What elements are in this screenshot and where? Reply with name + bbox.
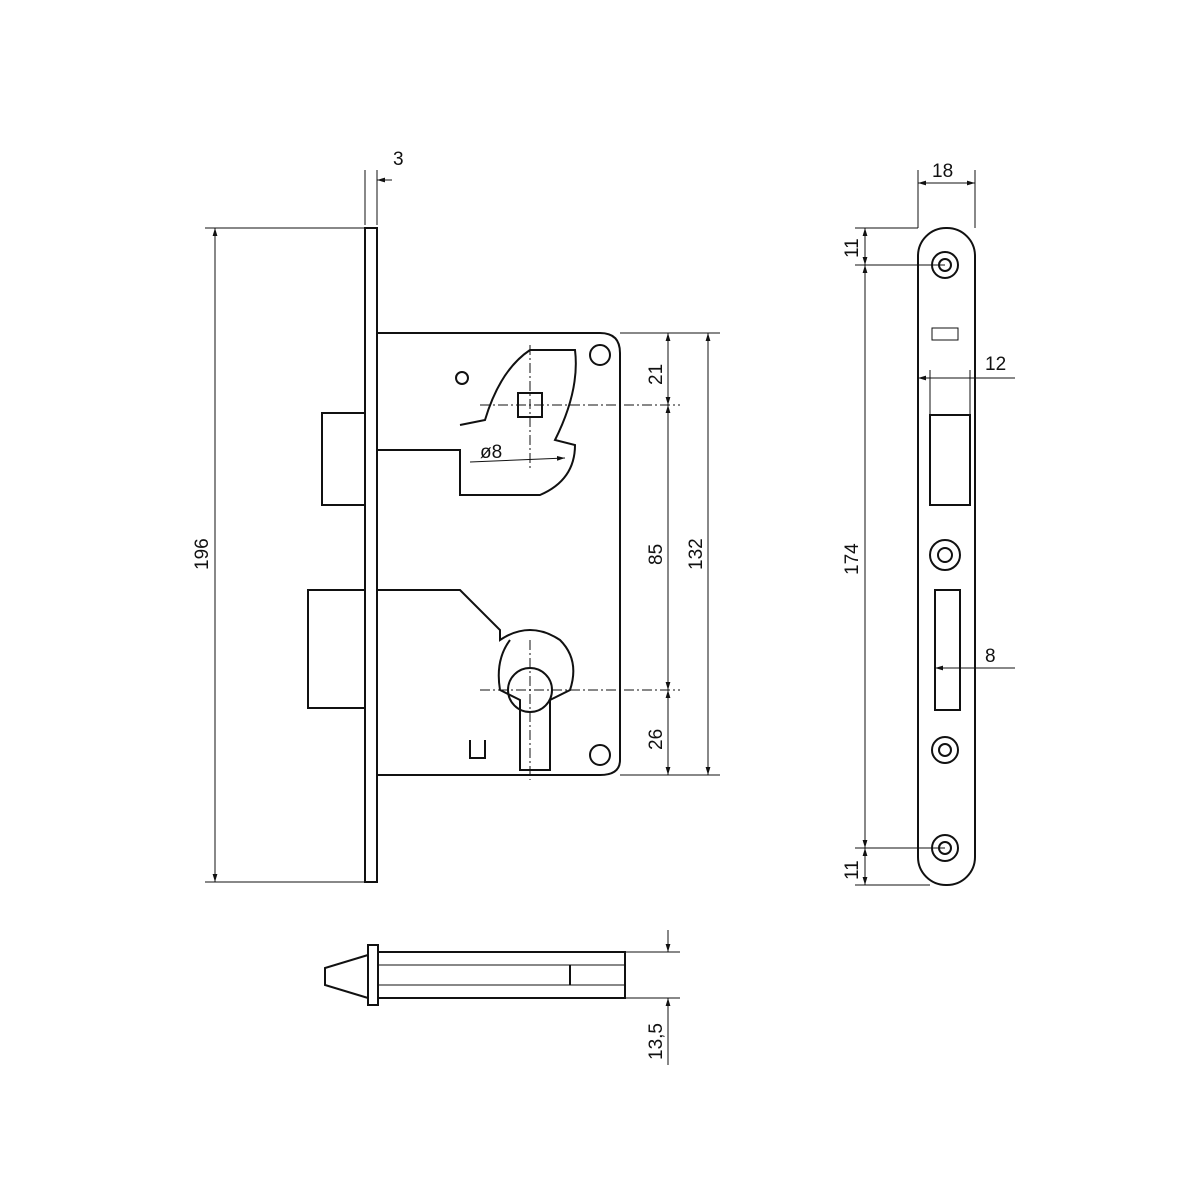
faceplate-side-view	[917, 227, 976, 886]
dead-bolt	[307, 589, 366, 709]
dimensions-side: 18 11 174 11 12 8	[842, 161, 1015, 886]
dimensions-front: 3 196 21 85 26 132 ø8	[192, 149, 720, 883]
dim-12: 12	[985, 354, 1006, 375]
dim-85: 85	[646, 544, 667, 565]
dim-132: 132	[686, 538, 707, 570]
latch-bolt	[321, 412, 366, 506]
lock-body-front-view	[307, 227, 680, 883]
dim-11-top: 11	[842, 238, 863, 258]
dim-196: 196	[192, 538, 213, 570]
follower	[377, 349, 577, 496]
dim-11-bottom: 11	[842, 860, 863, 880]
spindle-insert-view: 13,5	[324, 930, 680, 1065]
dim-spindle: ø8	[480, 442, 502, 463]
dim-13-5: 13,5	[646, 1023, 667, 1060]
bolt-throw	[377, 589, 575, 771]
dim-26: 26	[646, 729, 667, 750]
logo-badge	[931, 327, 959, 341]
dim-18: 18	[932, 161, 953, 182]
faceplate	[364, 227, 378, 883]
dim-3: 3	[393, 149, 404, 170]
dim-8: 8	[985, 646, 996, 667]
dim-21: 21	[646, 364, 667, 385]
dim-174: 174	[842, 543, 863, 575]
lock-case	[377, 332, 621, 776]
